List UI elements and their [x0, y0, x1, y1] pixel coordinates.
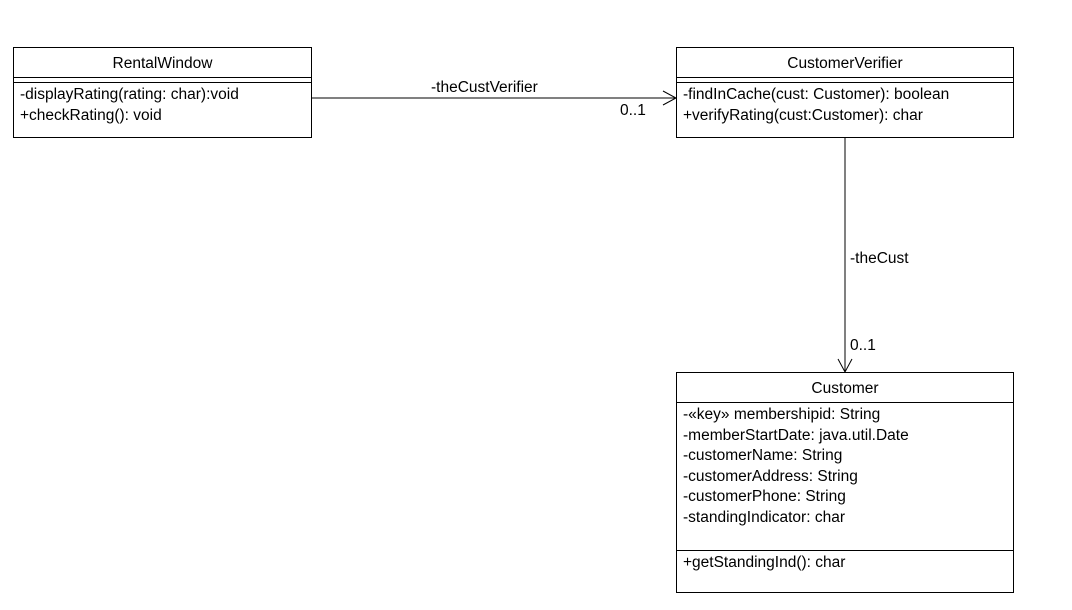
operations-compartment: -findInCache(cust: Customer): boolean +v… [677, 83, 1013, 129]
role-label-the-cust: -theCust [850, 250, 909, 267]
attribute: -customerAddress: String [683, 467, 858, 485]
operation: +checkRating(): void [20, 106, 162, 124]
attribute: -customerName: String [683, 447, 843, 464]
multiplicity-label-verifier: 0..1 [620, 102, 646, 119]
attribute: -standingIndicator: char [683, 508, 845, 526]
class-rental-window[interactable]: RentalWindow -displayRating(rating: char… [13, 47, 312, 138]
attributes-compartment [14, 78, 311, 83]
operation: -findInCache(cust: Customer): boolean [683, 86, 950, 103]
class-customer-verifier[interactable]: CustomerVerifier -findInCache(cust: Cust… [676, 47, 1014, 138]
attribute: -«key» membershipid: String [683, 406, 881, 423]
class-name: RentalWindow [14, 48, 311, 78]
operation: +verifyRating(cust:Customer): char [683, 106, 923, 124]
operation: +getStandingInd(): char [683, 554, 846, 571]
operation: -displayRating(rating: char):void [20, 86, 239, 103]
class-customer[interactable]: Customer -«key» membershipid: String -me… [676, 372, 1014, 593]
operations-compartment: +getStandingInd(): char [677, 551, 1013, 577]
attributes-compartment: -«key» membershipid: String -memberStart… [677, 403, 1013, 551]
attribute: -customerPhone: String [683, 488, 846, 505]
multiplicity-label-customer: 0..1 [850, 337, 876, 354]
role-label-the-cust-verifier: -theCustVerifier [431, 79, 538, 96]
attributes-compartment [677, 78, 1013, 83]
operations-compartment: -displayRating(rating: char):void +check… [14, 83, 311, 129]
class-name: Customer [677, 373, 1013, 403]
attribute: -memberStartDate: java.util.Date [683, 426, 909, 444]
class-name: CustomerVerifier [677, 48, 1013, 78]
